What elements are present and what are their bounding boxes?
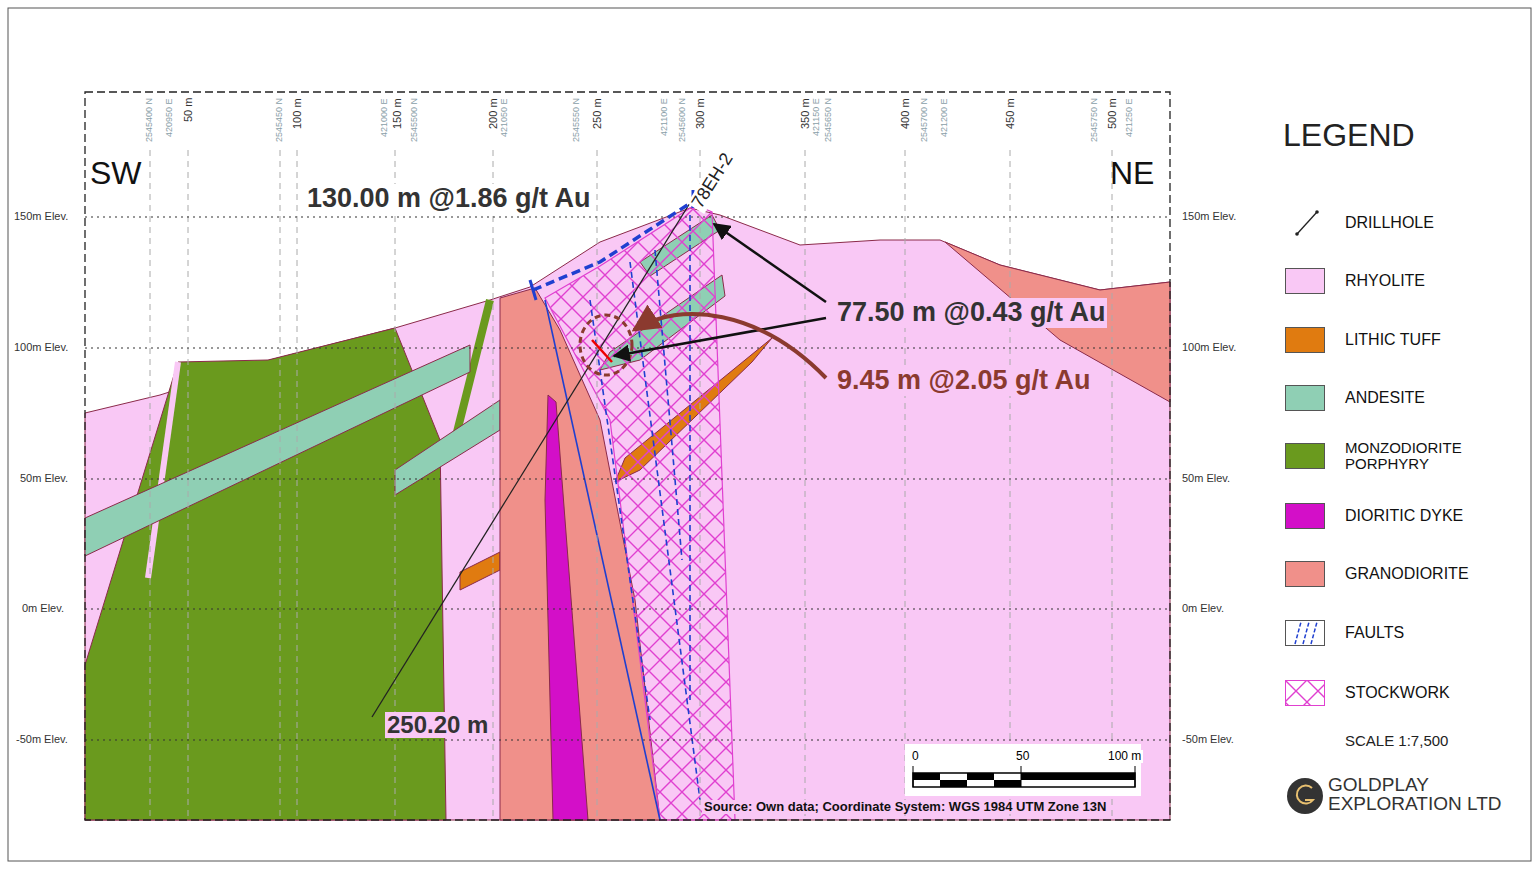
leader-arrow <box>634 314 826 378</box>
label: SCALE 1:7,500 <box>1345 733 1448 750</box>
label: 2545600 N <box>678 96 688 144</box>
label: 421000 E <box>380 96 390 139</box>
interval-circle <box>580 315 632 375</box>
label: 2545650 N <box>824 96 834 144</box>
label: 150m Elev. <box>1182 210 1236 222</box>
drillhole <box>372 198 693 717</box>
legend-sample <box>1285 620 1325 646</box>
legend-text: STOCKWORK <box>1345 684 1450 702</box>
label: 420950 E <box>165 96 175 139</box>
legend-text: FAULTS <box>1345 624 1404 642</box>
label: GOLDPLAY EXPLORATION LTD <box>1328 775 1508 813</box>
legend-text: LITHIC TUFF <box>1345 331 1441 349</box>
label: 450 m <box>1004 96 1016 131</box>
label: 0m Elev. <box>1182 602 1224 614</box>
high-grade-interval <box>592 340 612 362</box>
label: 0 <box>910 750 921 763</box>
logo-glyph <box>1297 786 1313 804</box>
page-frame <box>8 8 1531 861</box>
elevation-lines <box>85 217 1170 740</box>
label: 78EH-2 <box>687 148 738 214</box>
label: 2545700 N <box>920 96 930 144</box>
label: 400 m <box>899 96 911 131</box>
legend-swatch <box>1285 385 1325 411</box>
label: 50 <box>1014 750 1031 763</box>
label: 100m Elev. <box>14 341 68 353</box>
label: 2545550 N <box>572 96 582 144</box>
label: 2545400 N <box>145 96 155 144</box>
legend-text: DIORITIC DYKE <box>1345 507 1463 525</box>
label: 2545500 N <box>410 96 420 144</box>
rhyolite-dyke <box>148 362 178 578</box>
label: 421250 E <box>1125 96 1135 139</box>
logo-mark <box>1287 778 1323 814</box>
label: 421200 E <box>940 96 950 139</box>
label: 421150 E <box>812 96 822 138</box>
label: Source: Own data; Coordinate System: WGS… <box>702 800 1108 814</box>
legend-text: GRANODIORITE <box>1345 565 1469 583</box>
andesite-band <box>395 400 500 495</box>
label: -50m Elev. <box>16 733 68 745</box>
label: 150m Elev. <box>14 210 68 222</box>
label: SW <box>90 156 142 191</box>
label: 150 m <box>391 96 403 131</box>
label: NE <box>1110 156 1154 191</box>
label: 250 m <box>591 96 603 131</box>
stockwork-zone <box>545 205 735 820</box>
label: 50 m <box>182 96 194 124</box>
label: 50m Elev. <box>1182 472 1230 484</box>
label: 250.20 m <box>385 712 490 738</box>
label: 130.00 m @1.86 g/t Au <box>305 184 592 214</box>
label: 200 m <box>487 96 499 131</box>
legend-text: DRILLHOLE <box>1345 214 1434 232</box>
label: 77.50 m @0.43 g/t Au <box>835 298 1107 328</box>
legend-text: MONZODIORITE PORPHYRY <box>1345 440 1525 472</box>
label: -50m Elev. <box>1182 733 1234 745</box>
legend-text: ANDESITE <box>1345 389 1425 407</box>
label: 100m Elev. <box>1182 341 1236 353</box>
legend-swatch <box>1285 561 1325 587</box>
label: 50m Elev. <box>20 472 68 484</box>
faults <box>545 215 700 820</box>
leader-arrow <box>714 224 826 302</box>
legend-swatch <box>1285 443 1325 469</box>
andesite-band <box>85 345 470 556</box>
legend-sample <box>1285 210 1325 236</box>
legend-swatch <box>1285 503 1325 529</box>
lithic-tuff <box>460 552 500 590</box>
label: 2545750 N <box>1090 96 1100 144</box>
legend-swatch <box>1285 268 1325 294</box>
label: 500 m <box>1106 96 1118 131</box>
grid-lines <box>150 150 1112 820</box>
scale-bar <box>913 766 1135 787</box>
label: 2545450 N <box>275 96 285 144</box>
label: 350 m <box>799 96 811 131</box>
label: 300 m <box>694 96 706 131</box>
legend-swatch <box>1285 327 1325 353</box>
label: 100 m <box>291 96 303 131</box>
label: 9.45 m @2.05 g/t Au <box>835 366 1092 396</box>
section-frame <box>85 92 1170 820</box>
label: LEGEND <box>1283 118 1415 153</box>
label: 421050 E <box>500 96 510 139</box>
dioritic-dyke <box>545 395 588 820</box>
label: 100 m <box>1106 750 1143 763</box>
legend-sample <box>1285 680 1325 706</box>
legend-text: RHYOLITE <box>1345 272 1425 290</box>
label: 0m Elev. <box>22 602 64 614</box>
label: 421100 E <box>660 96 670 138</box>
